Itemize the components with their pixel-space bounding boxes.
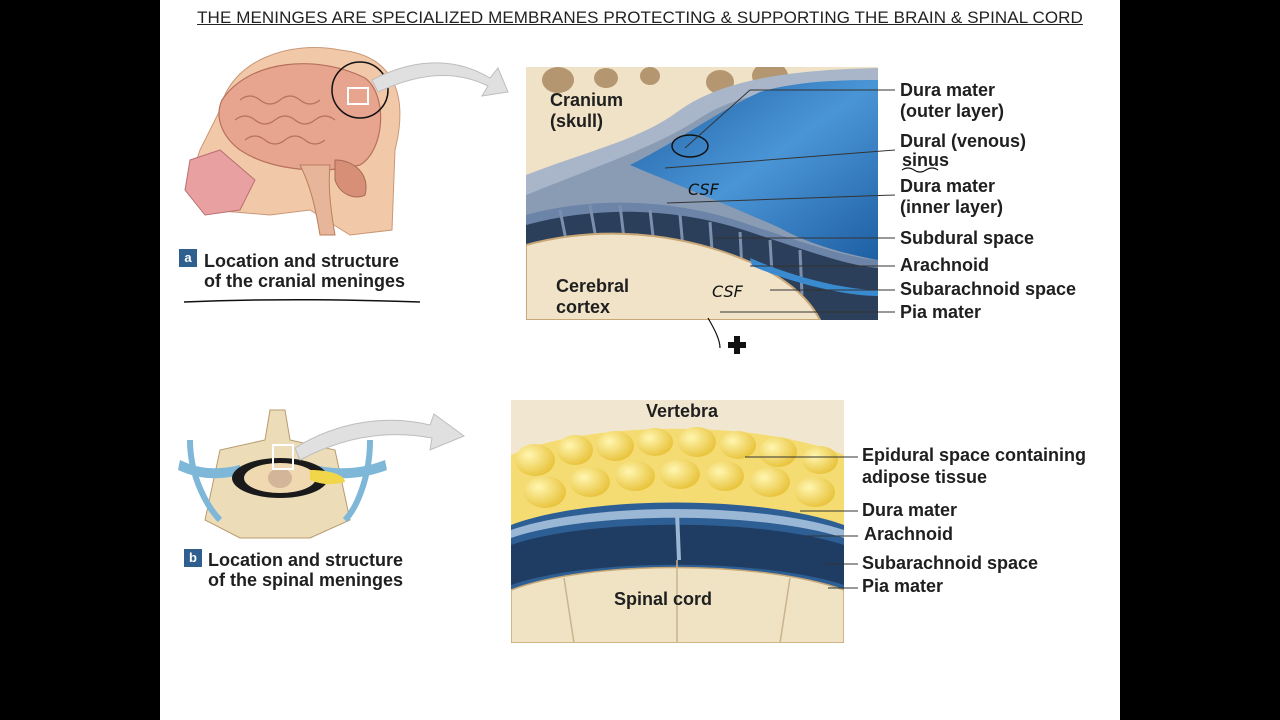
handwritten-underline [183, 298, 421, 303]
panel-a-caption-line2: of the cranial meninges [204, 271, 406, 291]
label-dura-inner-1: Dura mater [900, 176, 996, 196]
handwritten-underline-sinus [901, 167, 939, 173]
panel-b-caption: Location and structure of the spinal men… [208, 550, 403, 590]
cranium-label-line2: (skull) [550, 111, 604, 131]
slide: THE MENINGES ARE SPECIALIZED MEMBRANES P… [160, 0, 1120, 720]
handwritten-csf-2: CSF [712, 282, 743, 301]
slide-title: THE MENINGES ARE SPECIALIZED MEMBRANES P… [197, 8, 1083, 27]
arrow-to-spinal-detail [294, 413, 466, 461]
label-dura-inner-2: (inner layer) [900, 197, 1004, 217]
panel-a-badge: a [179, 249, 197, 267]
label-subdural-space: Subdural space [900, 228, 1035, 248]
label-spinal-arachnoid: Arachnoid [864, 524, 954, 544]
label-epidural-space-2: adipose tissue [862, 467, 988, 487]
vertebra-cross-section-illustration [178, 409, 387, 539]
panel-b-badge: b [184, 549, 202, 567]
label-dura-outer-2: (outer layer) [900, 101, 1005, 121]
cortex-label-line1: Cerebral [556, 276, 630, 296]
panel-b-caption-line1: Location and structure [208, 550, 404, 570]
label-pia-mater: Pia mater [900, 302, 982, 322]
cursor-icon [728, 336, 746, 354]
vertebra-label: Vertebra [646, 401, 719, 421]
label-dural-sinus-1: Dural (venous) [900, 131, 1027, 151]
spinal-meninges-detail [511, 400, 844, 643]
panel-a-caption-line1: Location and structure [204, 251, 400, 271]
cranium-label-line1: Cranium [550, 90, 624, 110]
spinal-leader-lines [745, 456, 858, 589]
cortex-label-line2: cortex [556, 297, 611, 317]
label-spinal-pia-mater: Pia mater [862, 576, 944, 596]
panel-a-caption: Location and structure of the cranial me… [204, 251, 405, 291]
panel-b-caption-line2: of the spinal meninges [208, 570, 404, 590]
label-arachnoid: Arachnoid [900, 255, 990, 275]
label-spinal-subarachnoid-space: Subarachnoid space [862, 553, 1039, 573]
cranial-meninges-detail [526, 67, 878, 320]
label-epidural-space-1: Epidural space containing [862, 445, 1087, 465]
cerebral-cortex-label: Cerebral cortex [556, 276, 629, 318]
head-sagittal-illustration [184, 47, 401, 236]
handwritten-csf-1: CSF [688, 180, 719, 199]
meninges-diagram [178, 47, 939, 643]
handwritten-stroke [707, 317, 721, 349]
label-dura-outer-1: Dura mater [900, 80, 996, 100]
cranial-leader-lines [664, 89, 896, 313]
label-subarachnoid-space: Subarachnoid space [900, 279, 1077, 299]
arrow-to-cranial-detail [371, 62, 509, 97]
spinal-cord-label: Spinal cord [614, 589, 713, 609]
label-spinal-dura-mater: Dura mater [862, 500, 958, 520]
label-dural-sinus-2: sinus [902, 150, 950, 170]
cranium-label: Cranium (skull) [550, 90, 623, 132]
